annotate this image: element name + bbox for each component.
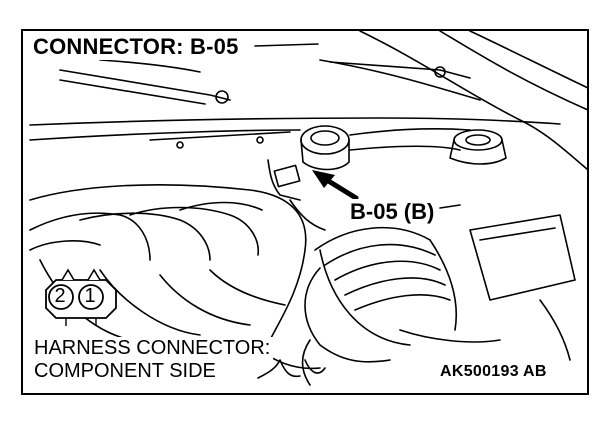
pin-number-2: 2 bbox=[54, 285, 66, 307]
engine-bay-linework bbox=[29, 30, 589, 386]
connector-callout-label: B-05 (B) bbox=[348, 199, 437, 225]
harness-connector-symbol bbox=[45, 268, 117, 326]
diagram-frame bbox=[21, 29, 589, 395]
connector-pin-1 bbox=[78, 284, 104, 310]
connector-pin-2 bbox=[48, 284, 74, 310]
figure-code: AK500193 AB bbox=[438, 362, 549, 382]
pin-number-1: 1 bbox=[84, 285, 96, 307]
connector-caption-line1: HARNESS CONNECTOR: bbox=[33, 337, 274, 360]
connector-caption-line2: COMPONENT SIDE bbox=[33, 360, 219, 383]
callout-arrowhead bbox=[312, 170, 335, 188]
diagram-title: CONNECTOR: B-05 bbox=[31, 34, 243, 60]
